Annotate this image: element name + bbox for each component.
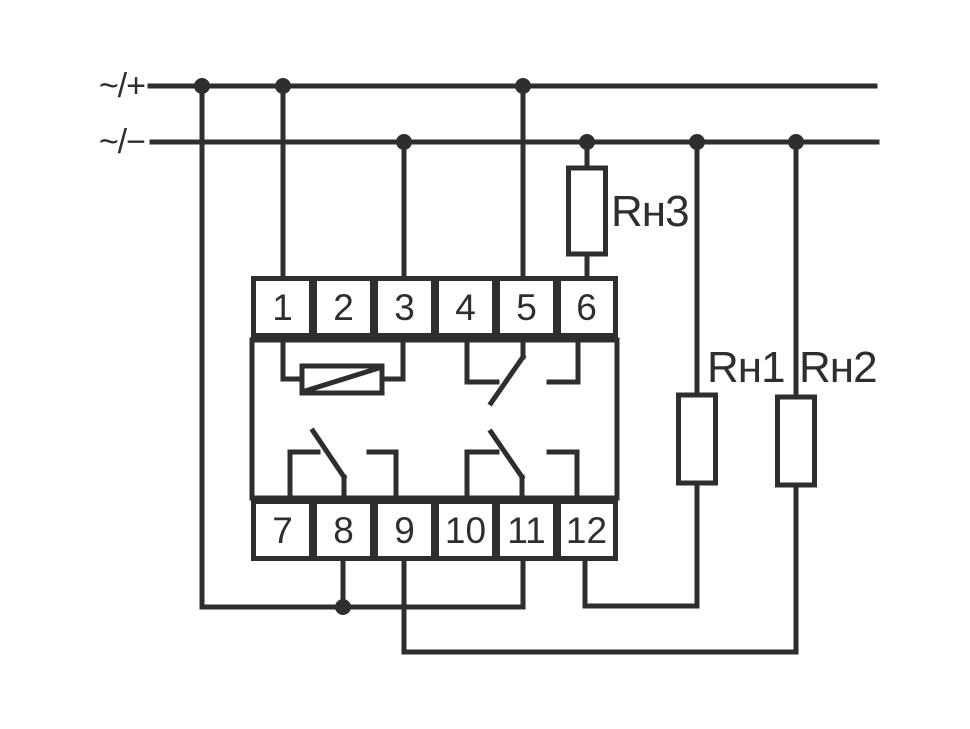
load2-resistor [775,394,817,488]
terminal-number-3: 3 [394,287,415,328]
changeover-contact-bottom-left [287,427,399,501]
terminal-number-10: 10 [444,510,487,551]
terminal-number-12: 12 [565,510,608,551]
terminal-block-top [251,276,618,338]
terminal-number-7: 7 [272,510,293,551]
changeover-contact-top [464,337,581,407]
terminal-number-8: 8 [333,510,354,551]
contact-blade [487,353,527,407]
load2-label: Rн2 [799,343,878,392]
junction-dots [194,78,804,615]
terminal-number-6: 6 [576,287,597,328]
load1-label: Rн1 [707,343,786,392]
terminal-number-11: 11 [507,510,546,551]
left-bus-wire [199,83,526,610]
terminal12-to-load1-wire [582,555,700,609]
terminal-number-4: 4 [455,287,476,328]
terminal-number-2: 2 [333,287,354,328]
terminal9-to-load2-wire [401,555,799,655]
load1-resistor [676,392,718,486]
terminal-number-9: 9 [394,510,415,551]
negative-rail-label: ~/− [98,123,146,161]
relay-coil-symbol [280,337,406,396]
load2-resistor-branch [775,139,817,655]
load3-resistor-branch [566,139,608,283]
terminal-block-bottom [251,499,618,561]
load1-resistor-branch [676,139,718,609]
terminal-number-5: 5 [516,287,537,328]
positive-rail-label: ~/+ [98,67,146,105]
contact-blade [487,428,526,481]
contact-blade [309,427,348,481]
terminal-number-1: 1 [272,287,293,328]
changeover-contact-bottom-right [464,428,580,501]
load3-label: Rн3 [611,187,690,236]
load3-resistor [566,165,608,257]
